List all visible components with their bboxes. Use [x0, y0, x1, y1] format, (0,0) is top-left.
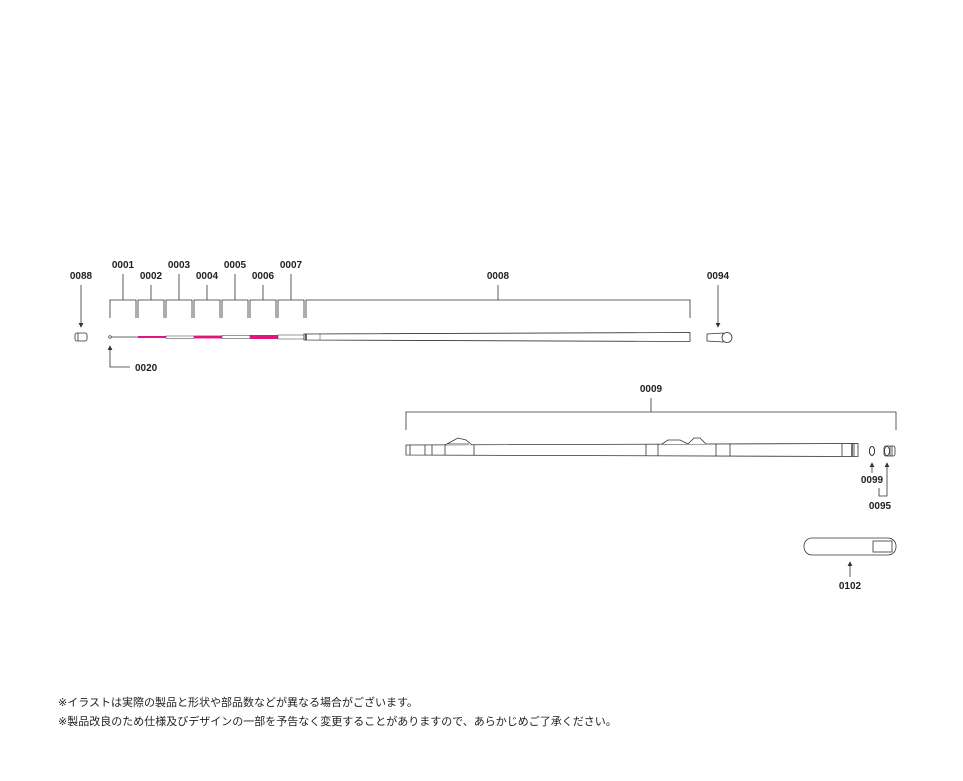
label-0102: 0102: [839, 581, 862, 592]
label-0002: 0002: [140, 271, 163, 282]
label-0007: 0007: [280, 260, 303, 271]
o-ring-0099-part: [868, 446, 876, 456]
label-0006: 0006: [252, 271, 275, 282]
label-0009: 0009: [640, 384, 663, 395]
label-0008: 0008: [487, 271, 510, 282]
label-0001: 0001: [112, 260, 135, 271]
label-0020: 0020: [135, 363, 158, 374]
note-line-2: ※製品改良のため仕様及びデザインの一部を予告なく変更することがありますので、あら…: [58, 715, 617, 728]
label-0095: 0095: [869, 501, 892, 512]
label-0004: 0004: [196, 271, 219, 282]
tip-cap-part: [74, 332, 88, 342]
end-cap-0094-part: [706, 332, 733, 343]
label-0099: 0099: [861, 475, 884, 486]
label-0003: 0003: [168, 260, 191, 271]
handle-0009-part: [405, 437, 859, 457]
leader-0020: [107, 345, 130, 368]
leader-0095: [878, 462, 890, 497]
label-0094: 0094: [707, 271, 730, 282]
rod-case-0102-part: [803, 537, 897, 556]
bracket-0009: [405, 398, 897, 430]
label-0088: 0088: [70, 271, 93, 282]
section-brackets: [109, 274, 691, 318]
upper-rod-assembly: [108, 332, 691, 342]
note-line-1: ※イラストは実際の製品と形状や部品数などが異なる場合がございます。: [58, 696, 418, 709]
disclaimer-notes: ※イラストは実際の製品と形状や部品数などが異なる場合がございます。 ※製品改良の…: [58, 693, 617, 731]
butt-cap-0095-part: [883, 445, 896, 457]
label-0005: 0005: [224, 260, 247, 271]
